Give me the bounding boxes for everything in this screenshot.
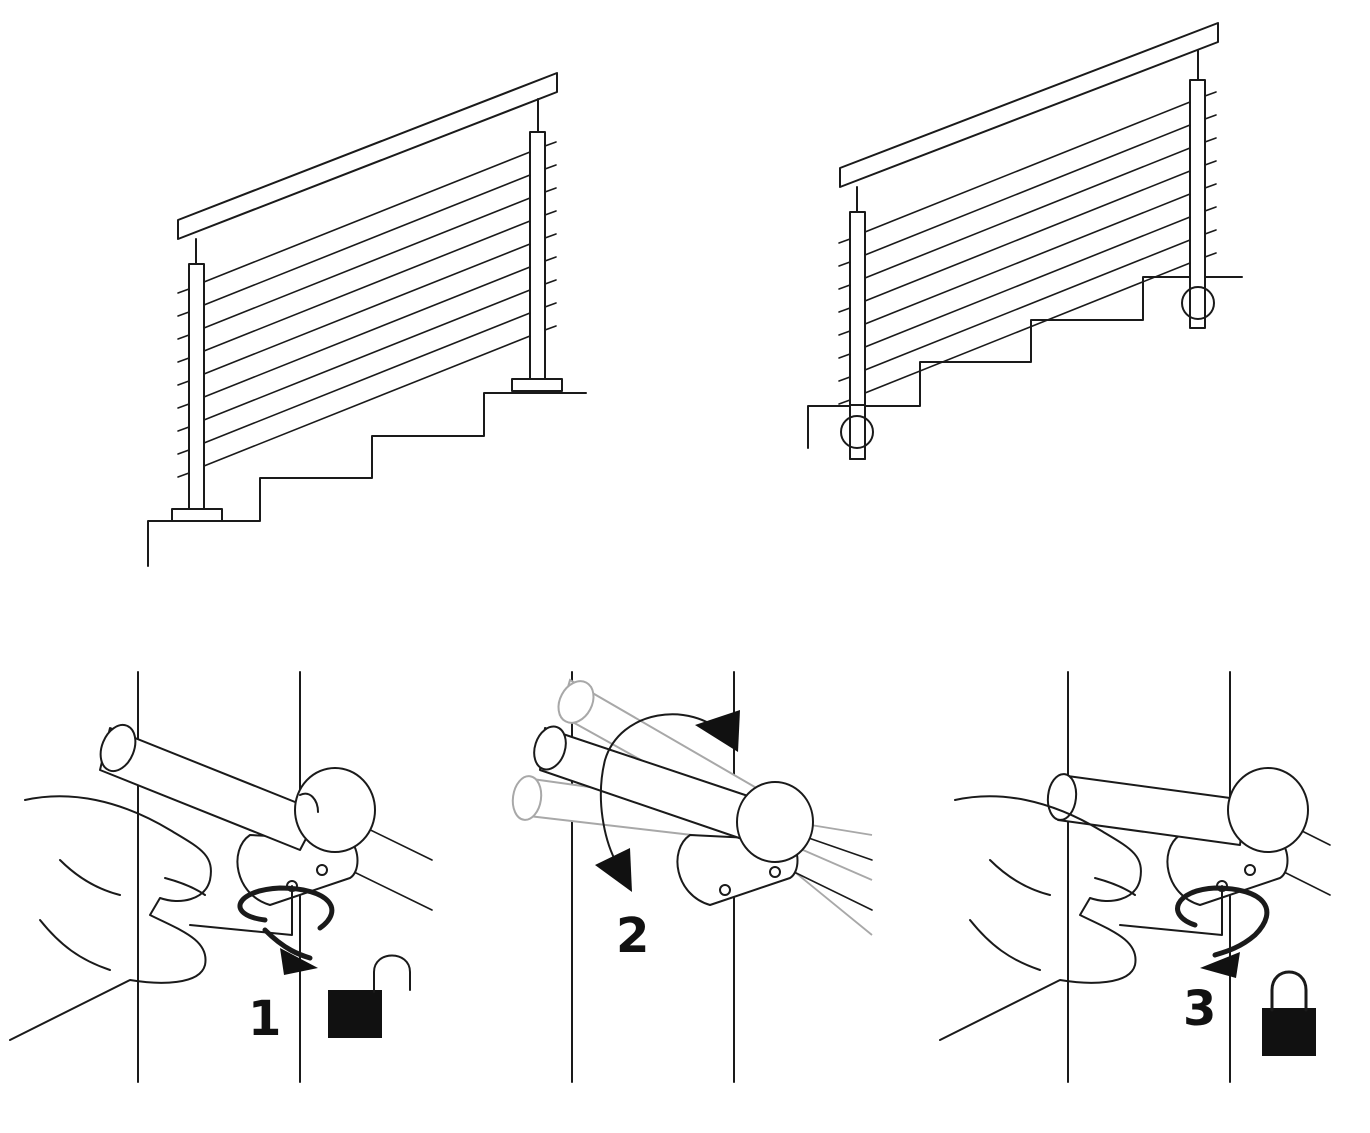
screw-icon <box>316 864 328 876</box>
arrow-down-icon <box>595 848 632 892</box>
step-2-panel: 2 <box>511 671 873 1083</box>
post-left <box>188 263 205 511</box>
rotate-arc-icon <box>599 713 726 861</box>
post-right <box>529 131 546 380</box>
handrail <box>177 72 558 240</box>
cable-ends-left <box>177 288 190 478</box>
step-number: 2 <box>616 908 649 964</box>
step-number: 1 <box>248 991 281 1047</box>
side-bracket-right <box>1181 286 1215 320</box>
bracket-cap <box>736 781 814 863</box>
bracket-cap <box>1227 767 1309 853</box>
post-right <box>1189 79 1206 329</box>
unlocked-padlock-icon <box>328 954 411 1038</box>
base-plate-left <box>171 508 223 522</box>
stairs <box>807 276 1243 449</box>
screw-icon <box>1244 864 1256 876</box>
cables <box>864 101 1191 394</box>
handrail <box>839 22 1219 188</box>
cable-ends-right <box>544 141 557 331</box>
side-mount-railing <box>807 22 1243 460</box>
tube <box>1057 774 1246 846</box>
allen-key <box>189 885 293 936</box>
allen-key <box>1119 885 1223 936</box>
locked-padlock-icon <box>1262 970 1316 1056</box>
step-1-panel: 1 <box>9 671 433 1083</box>
bracket-body <box>1166 834 1289 906</box>
tube-end <box>533 725 567 771</box>
cable-ends-right <box>1204 91 1217 258</box>
step-number: 3 <box>1183 981 1216 1037</box>
rotate-arrow-icon <box>1175 885 1270 958</box>
side-bracket-left <box>840 415 874 449</box>
cables <box>203 151 531 467</box>
stairs <box>147 392 587 567</box>
arrow-up-icon <box>695 710 740 752</box>
rotate-arrow-icon <box>237 885 335 931</box>
tube-end <box>99 723 137 773</box>
base-plate-right <box>511 378 563 392</box>
post-left <box>849 211 866 460</box>
step-3-panel: 3 <box>939 671 1331 1083</box>
hand <box>9 795 212 1041</box>
surface-mount-railing <box>147 72 587 567</box>
bracket-cap <box>294 767 376 853</box>
hand <box>939 795 1142 1041</box>
cable-ends-left <box>838 238 851 405</box>
